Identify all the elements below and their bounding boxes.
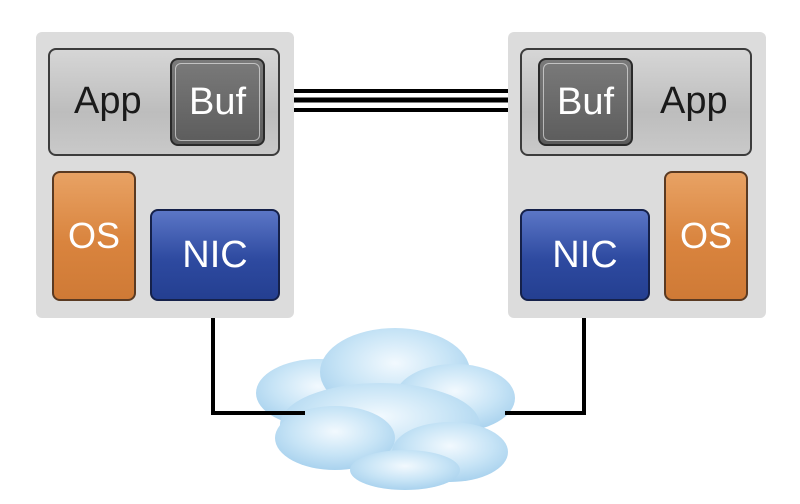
buf-to-buf-link xyxy=(262,89,542,112)
right-buf-label: Buf xyxy=(556,80,615,123)
left-nic-box: NIC xyxy=(150,209,280,301)
network-cloud-icon xyxy=(256,328,515,490)
left-app-label: App xyxy=(74,80,142,122)
right-buf-box: Buf xyxy=(538,58,633,146)
left-buf-box: Buf xyxy=(170,58,265,146)
left-nic-label: NIC xyxy=(182,233,248,276)
left-buf-label: Buf xyxy=(188,80,247,123)
right-nic-label: NIC xyxy=(552,233,618,276)
right-os-label: OS xyxy=(679,215,732,256)
left-nic-to-cloud-wire xyxy=(211,300,305,415)
left-os-label: OS xyxy=(67,215,120,256)
right-os-box: OS xyxy=(664,171,748,301)
right-app-label: App xyxy=(660,80,728,122)
cloud-to-right-nic-wire xyxy=(505,298,594,415)
left-os-box: OS xyxy=(52,171,136,301)
right-nic-box: NIC xyxy=(520,209,650,301)
